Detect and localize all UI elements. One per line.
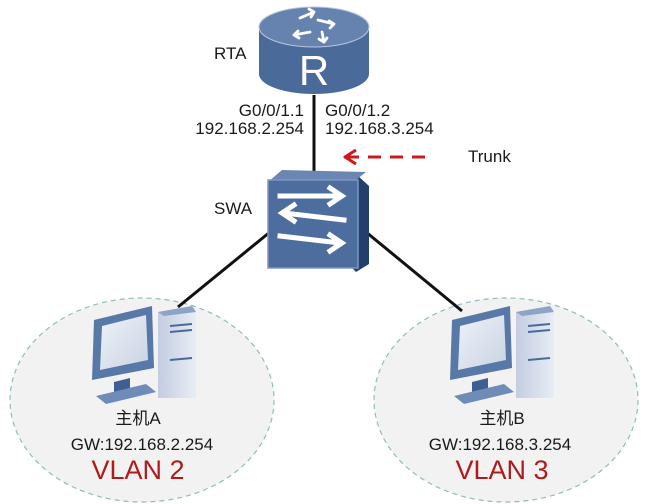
subinterface-1-ip: 192.168.2.254 xyxy=(195,119,304,138)
link-switch-host-b xyxy=(365,230,463,313)
link-switch-host-a xyxy=(177,230,271,309)
subinterface-2-name: G0/0/1.2 xyxy=(325,101,391,120)
trunk-arrow xyxy=(343,148,425,166)
subinterface-2-ip: 192.168.3.254 xyxy=(325,119,434,138)
host-a-name: 主机A xyxy=(115,409,161,428)
vlan-3-zone xyxy=(373,297,639,503)
switch-label: SWA xyxy=(214,199,253,218)
subinterface-1-name: G0/0/1.1 xyxy=(238,101,304,120)
router-glyph: R xyxy=(299,47,329,94)
host-b-name: 主机B xyxy=(479,409,525,428)
host-b-pc-icon[interactable] xyxy=(450,306,554,404)
host-a-pc-icon[interactable] xyxy=(92,306,196,404)
router-icon[interactable]: R xyxy=(258,6,370,94)
host-b-gateway: GW:192.168.3.254 xyxy=(428,435,572,454)
host-a-vlan: VLAN 2 xyxy=(91,455,185,485)
vlan-2-zone xyxy=(9,297,275,503)
switch-icon[interactable] xyxy=(267,170,369,272)
router-label: RTA xyxy=(214,44,247,63)
host-b-vlan: VLAN 3 xyxy=(455,455,549,485)
trunk-label: Trunk xyxy=(468,147,511,166)
host-a-gateway: GW:192.168.2.254 xyxy=(70,435,214,454)
